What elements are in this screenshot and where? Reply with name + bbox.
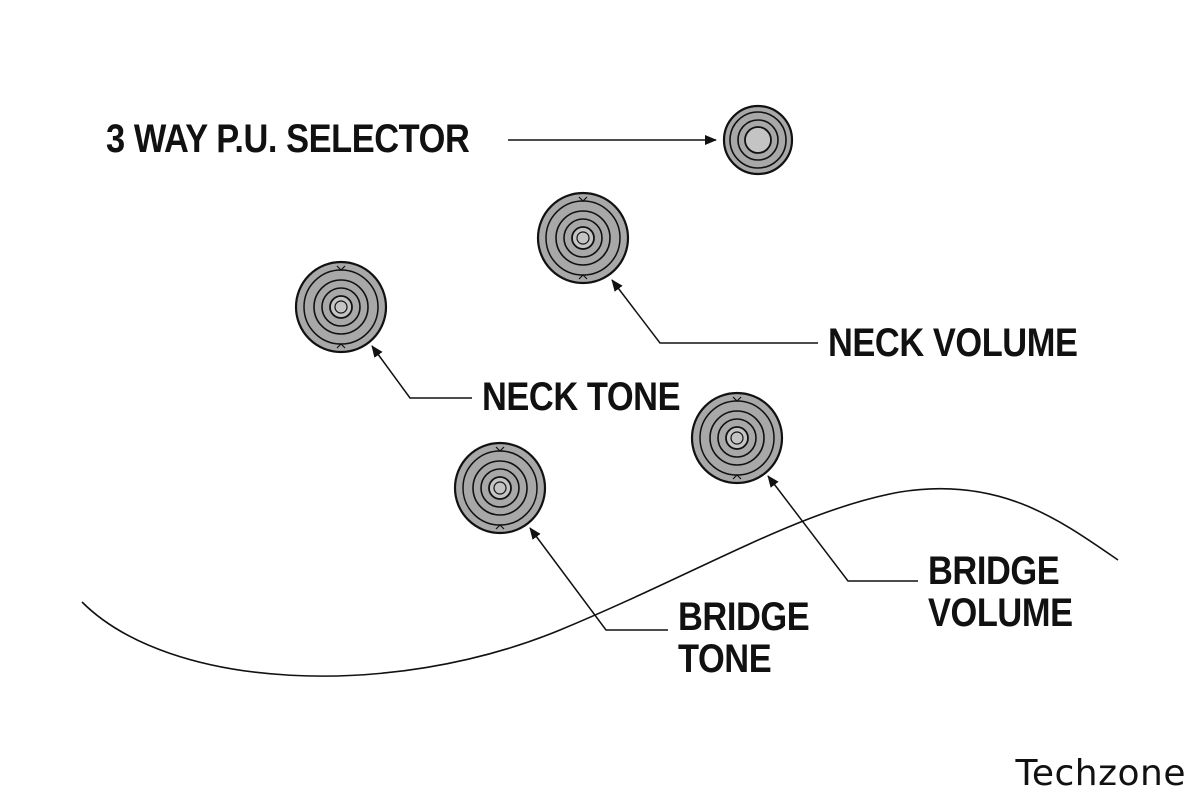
neck-volume-label-text: NECK VOLUME [828, 321, 1078, 365]
neck-tone-knob [294, 260, 388, 354]
bridge-volume-label-line-1: BRIDGE [928, 549, 1060, 593]
bridge-volume-knob [690, 391, 784, 485]
neck-tone-label-text: NECK TONE [482, 375, 681, 419]
bridge-tone-label-line-2: TONE [678, 637, 772, 681]
bridge-tone-knob [453, 441, 547, 535]
techzone-watermark: Techzone [1015, 753, 1186, 794]
pickup-selector-knob [722, 104, 794, 176]
neck-volume-label: NECK VOLUME [828, 321, 1078, 365]
neck-volume-arrow [611, 279, 818, 344]
pickup-selector-label: 3 WAY P.U. SELECTOR [106, 117, 470, 161]
neck-tone-arrow [371, 345, 472, 399]
bridge-volume-arrow [767, 475, 918, 582]
body-outline-curve [81, 487, 1119, 677]
bridge-volume-label: BRIDGE VOLUME [928, 550, 1073, 634]
pickup-selector-label-text: 3 WAY P.U. SELECTOR [106, 117, 470, 161]
bridge-tone-label: BRIDGE TONE [678, 595, 810, 681]
neck-volume-knob [536, 191, 630, 285]
bridge-tone-arrow [529, 527, 668, 631]
bridge-tone-label-line-1: BRIDGE [678, 595, 810, 639]
bridge-volume-label-line-2: VOLUME [928, 591, 1073, 635]
neck-tone-label: NECK TONE [482, 375, 681, 419]
